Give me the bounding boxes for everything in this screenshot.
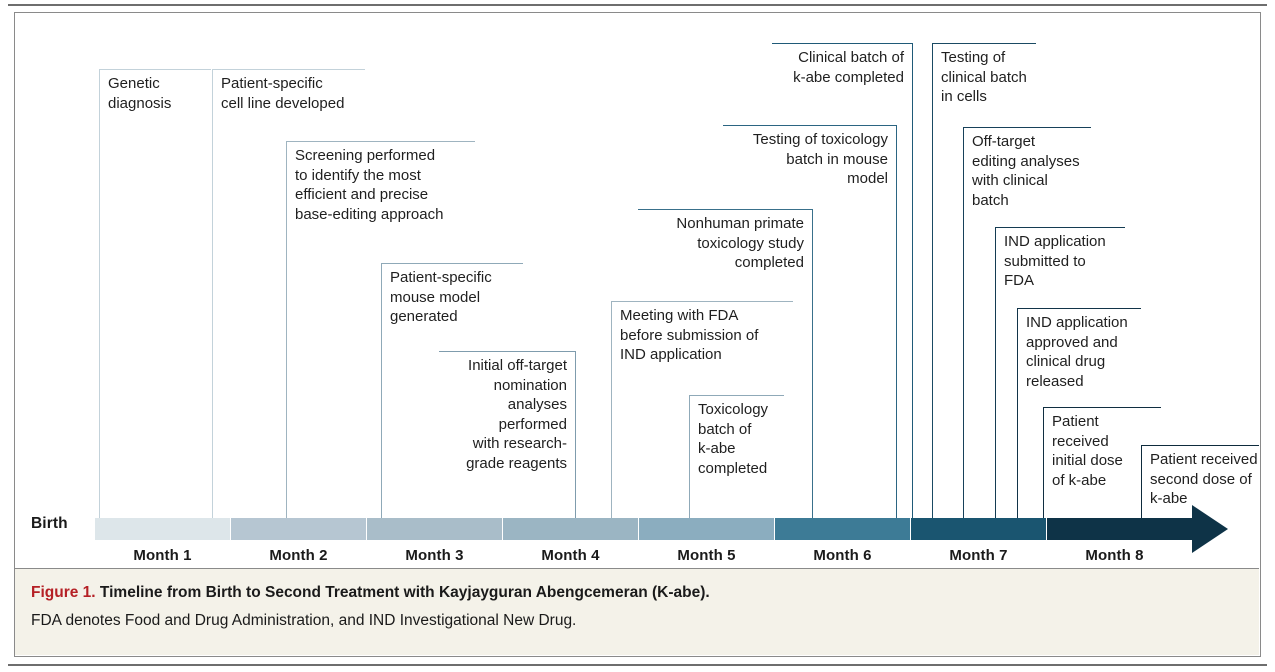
timeline-segment-month-5	[639, 518, 774, 540]
timeline-segment-month-6	[775, 518, 910, 540]
timeline-segment-month-3	[367, 518, 502, 540]
timeline-label-month-5: Month 5	[677, 547, 736, 564]
timeline-segment-month-1	[95, 518, 230, 540]
figure-caption-title: Timeline from Birth to Second Treatment …	[99, 584, 710, 601]
figure-caption-note: FDA denotes Food and Drug Administration…	[31, 612, 577, 630]
timeline-label-month-6: Month 6	[813, 547, 872, 564]
figure-caption-title-line: Figure 1. Timeline from Birth to Second …	[31, 582, 1243, 604]
timeline-segment-month-7	[911, 518, 1046, 540]
figure-top-rule	[8, 4, 1267, 6]
timeline-label-month-1: Month 1	[133, 547, 192, 564]
timeline-label-month-7: Month 7	[949, 547, 1008, 564]
timeline-label-month-2: Month 2	[269, 547, 328, 564]
timeline-birth-label: Birth	[31, 515, 68, 532]
figure-caption-panel: Figure 1. Timeline from Birth to Second …	[15, 568, 1259, 655]
timeline-segment-month-4	[503, 518, 638, 540]
figure-number-label: Figure 1.	[31, 584, 96, 601]
timeline-label-month-8: Month 8	[1085, 547, 1144, 564]
timeline-arrow-icon	[1192, 505, 1228, 553]
timeline-label-month-3: Month 3	[405, 547, 464, 564]
timeline-segment-month-2	[231, 518, 366, 540]
figure-bottom-rule	[8, 664, 1267, 666]
timeline-label-month-4: Month 4	[541, 547, 600, 564]
timeline-segment-month-8	[1047, 518, 1192, 540]
